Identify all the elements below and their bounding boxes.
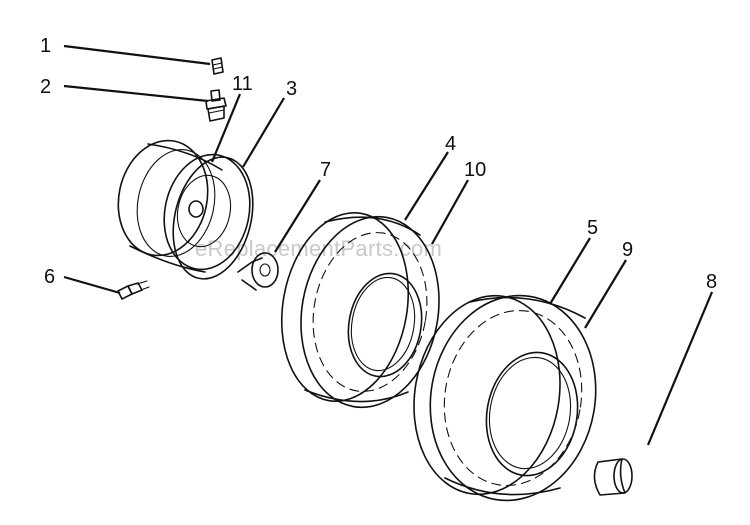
leader-1 [63,44,211,66]
leader-4 [404,151,449,221]
leader-9 [584,259,627,329]
callout-4: 4 [445,133,456,155]
callout-9: 9 [622,239,633,261]
callout-6: 6 [44,266,55,288]
callout-2: 2 [40,76,51,98]
part-hub-cap[interactable] [593,458,633,496]
part-front-tire[interactable] [267,203,453,419]
callout-3: 3 [286,78,297,100]
part-rim[interactable] [108,132,260,277]
leader-10 [431,179,469,245]
part-bushing[interactable] [237,252,279,291]
leader-5 [549,237,591,305]
part-valve-stem[interactable] [205,89,227,122]
callout-8: 8 [706,271,717,293]
part-rear-tire[interactable] [399,282,612,513]
callout-5: 5 [587,217,598,239]
leader-2 [63,84,209,103]
callout-7: 7 [320,159,331,181]
callout-numbers: 1 2 3 4 5 6 7 8 9 10 11 [40,35,717,293]
part-grease-fitting[interactable] [117,280,150,300]
leader-3 [242,97,285,168]
leader-lines [63,44,714,446]
callout-10: 10 [464,159,486,181]
leader-8 [646,291,714,446]
callout-11: 11 [232,73,253,95]
callout-1: 1 [40,35,51,57]
part-rim-disc[interactable] [161,149,265,288]
leader-11 [210,93,242,163]
leader-7 [274,179,321,253]
leader-6 [63,275,121,295]
part-valve-cap[interactable] [211,57,224,75]
